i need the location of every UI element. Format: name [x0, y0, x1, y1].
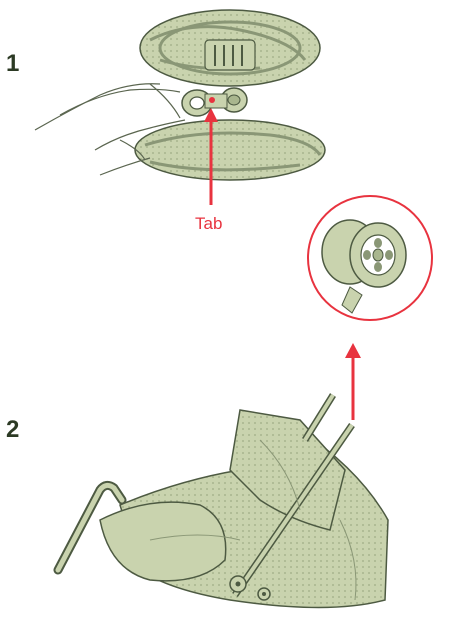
zoom-pointer-arrow: [345, 343, 361, 420]
tab-callout-label: Tab: [195, 214, 222, 234]
stroller-frame-icon: [58, 395, 388, 608]
zoom-wheel-icon: [308, 196, 432, 320]
wheel-assembly-icon: [35, 10, 325, 180]
